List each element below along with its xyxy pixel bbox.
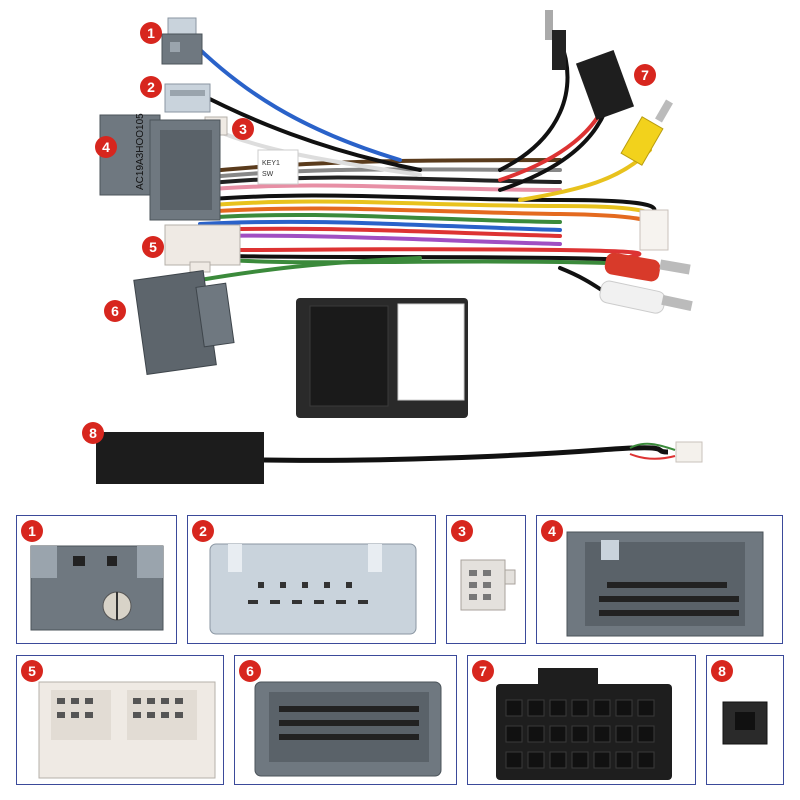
badge-5: 5 — [142, 236, 164, 258]
panel-badge-2: 2 — [192, 520, 214, 542]
panel-badge-8: 8 — [711, 660, 733, 682]
connector-4-detail — [566, 531, 764, 637]
connector-5-photo — [164, 224, 241, 273]
detail-panel-7: 7 — [467, 655, 696, 785]
badge-8: 8 — [82, 422, 104, 444]
connector-7-photo — [545, 10, 635, 121]
rca-yellow — [620, 99, 673, 166]
badge-1: 1 — [140, 22, 162, 44]
detail-panel-8: 8 — [706, 655, 784, 785]
connector-4-photo — [99, 114, 221, 221]
harness-photo: AC19A3HOO105 KEY1 SW — [82, 10, 703, 484]
detail-panel-5: 5 — [16, 655, 224, 785]
connector-1-detail — [30, 545, 164, 631]
connector-6-detail — [254, 681, 442, 777]
connector-3-detail — [460, 559, 516, 611]
cable-8-photo — [96, 432, 703, 484]
connector-2-photo — [164, 83, 211, 113]
connector-8-detail — [722, 701, 768, 745]
panel-badge-1: 1 — [21, 520, 43, 542]
panel-badge-4: 4 — [541, 520, 563, 542]
connector-1-photo — [161, 17, 203, 65]
tag-text-1: KEY1 — [262, 160, 280, 167]
connector-6-photo — [133, 270, 235, 375]
panel-badge-3: 3 — [451, 520, 473, 542]
connector-5-detail — [38, 681, 216, 779]
detail-panel-3: 3 — [446, 515, 526, 644]
badge-4: 4 — [95, 136, 117, 158]
detail-panel-4: 4 — [536, 515, 783, 644]
badge-7: 7 — [634, 64, 656, 86]
badge-3: 3 — [232, 118, 254, 140]
detail-panel-6: 6 — [234, 655, 457, 785]
badge-6: 6 — [104, 300, 126, 322]
connector-7-detail — [496, 668, 672, 780]
badge-2: 2 — [140, 76, 162, 98]
tag-text-2: SW — [262, 171, 274, 178]
connector-2-detail — [209, 543, 417, 635]
cable-tag — [257, 149, 299, 185]
harness-illustration: AC19A3HOO105 KEY1 SW — [96, 10, 703, 484]
detail-panel-1: 1 — [16, 515, 177, 644]
decoder-box — [296, 298, 468, 418]
connector-4-label: AC19A3HOO105 — [135, 113, 146, 190]
panel-badge-5: 5 — [21, 660, 43, 682]
rca-red-white — [599, 252, 693, 314]
panel-badge-7: 7 — [472, 660, 494, 682]
panel-badge-6: 6 — [239, 660, 261, 682]
white-connector-photo — [639, 209, 669, 251]
detail-panel-2: 2 — [187, 515, 436, 644]
